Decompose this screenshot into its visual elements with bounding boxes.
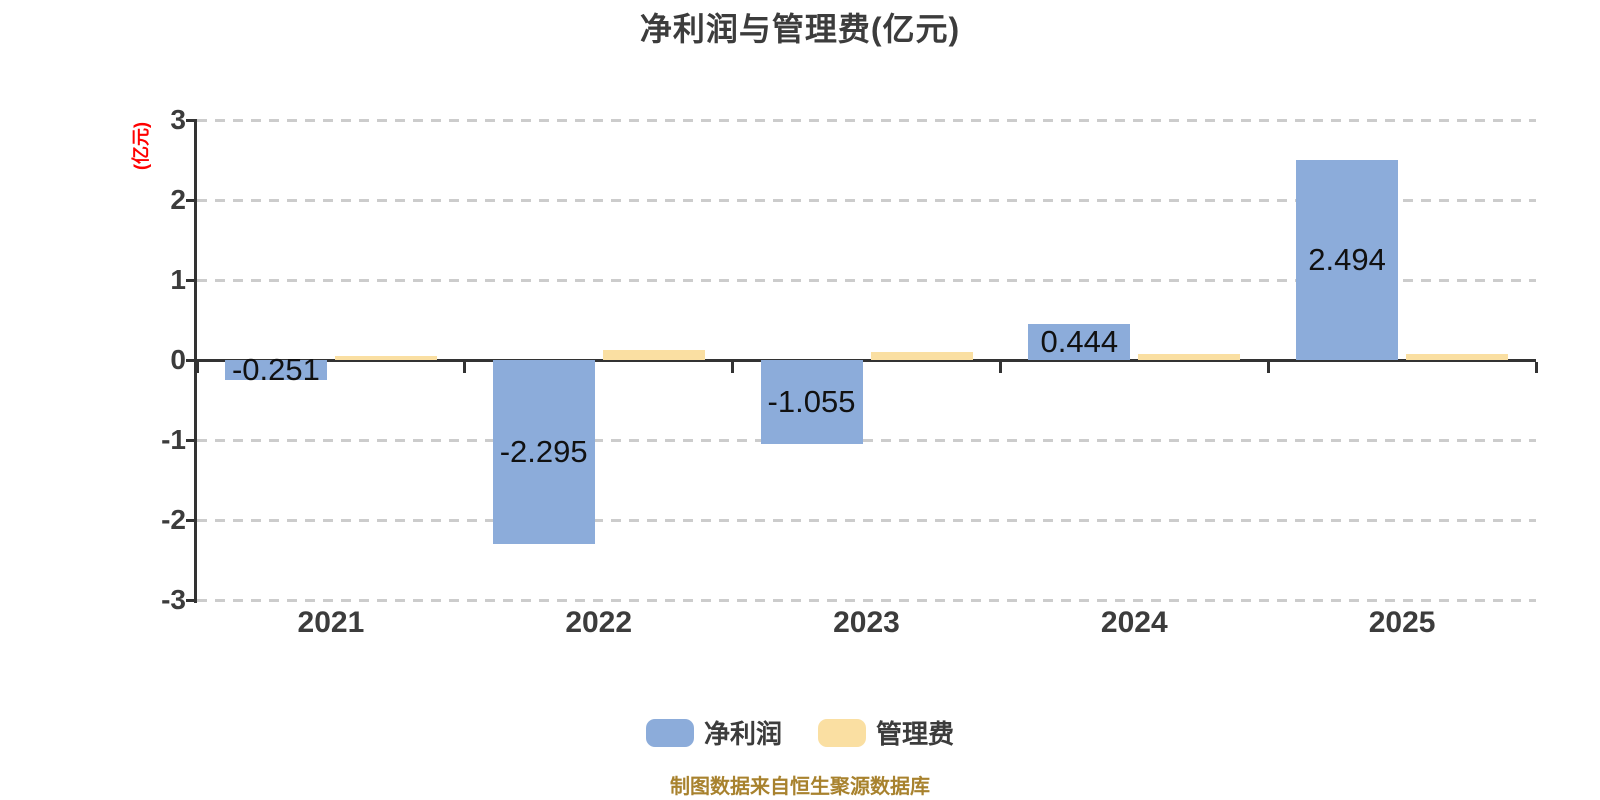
y-axis-tick-label: 3: [170, 104, 186, 135]
y-axis-tick-label: -3: [161, 584, 186, 615]
bar-value-label-2024: 0.444: [1040, 324, 1119, 360]
y-axis-tick-label: 1: [170, 264, 186, 295]
gridline-y--1: [197, 438, 1536, 442]
x-axis-label-2025: 2025: [1368, 606, 1436, 639]
x-axis-tick-mark: [998, 361, 1002, 373]
bar-value-label-2022: -2.295: [499, 433, 588, 469]
bar-management-fee-2022[interactable]: [602, 350, 705, 360]
footer-source-note: 制图数据来自恒生聚源数据库: [670, 776, 930, 798]
legend-item-net-profit[interactable]: 净利润: [645, 714, 782, 751]
x-axis-tick-mark: [1534, 361, 1538, 373]
bar-value-label-2025: 2.494: [1308, 242, 1386, 278]
x-axis-label-2024: 2024: [1100, 606, 1168, 639]
legend-label-management-fee: 管理费: [876, 719, 955, 749]
y-axis-tick-label: -1: [161, 424, 186, 455]
bar-management-fee-2024[interactable]: [1138, 354, 1241, 360]
legend-item-management-fee[interactable]: 管理费: [818, 714, 954, 751]
y-axis-tick-mark: [186, 198, 197, 202]
x-axis-tick-mark: [195, 361, 199, 373]
bar-net-profit-2025[interactable]: [1296, 160, 1399, 360]
x-axis-zero-line: [197, 358, 1536, 362]
bar-net-profit-2021[interactable]: [224, 360, 327, 381]
x-axis-label-2021: 2021: [297, 606, 365, 639]
legend-swatch-management-fee: [818, 718, 866, 747]
y-axis-tick-mark: [186, 438, 197, 442]
bar-net-profit-2024[interactable]: [1028, 324, 1131, 360]
y-axis-tick-label: -2: [161, 504, 186, 535]
x-axis-label-2022: 2022: [565, 606, 633, 639]
gridline-y--2: [197, 518, 1536, 522]
x-axis-tick-mark: [463, 361, 467, 373]
y-axis-tick-mark: [186, 518, 197, 522]
bar-management-fee-2023[interactable]: [870, 352, 973, 360]
y-axis-tick-mark: [186, 118, 197, 122]
bar-net-profit-2022[interactable]: [492, 360, 595, 544]
y-axis-tick-mark: [186, 598, 197, 602]
gridline-y-2: [197, 198, 1536, 202]
bar-value-label-2023: -1.055: [767, 384, 856, 420]
bar-management-fee-2025[interactable]: [1406, 354, 1509, 360]
y-axis-tick-label: 0: [170, 344, 186, 375]
bar-management-fee-2021[interactable]: [334, 356, 437, 360]
chart-title: 净利润与管理费(亿元): [639, 11, 961, 47]
gridline-y--3: [197, 598, 1536, 602]
gridline-y-3: [197, 118, 1536, 122]
x-axis-tick-mark: [731, 361, 735, 373]
bar-net-profit-2023[interactable]: [760, 360, 863, 445]
bar-value-label-2021: -0.251: [231, 352, 320, 388]
gridline-y-1: [197, 278, 1536, 282]
y-axis-tick-mark: [186, 358, 197, 362]
legend: 净利润 管理费: [0, 714, 1600, 751]
legend-label-net-profit: 净利润: [703, 719, 782, 749]
y-axis-tick-mark: [186, 278, 197, 282]
x-axis-tick-mark: [1266, 361, 1270, 373]
y-axis-tick-label: 2: [170, 184, 186, 215]
x-axis-label-2023: 2023: [833, 606, 900, 639]
legend-swatch-net-profit: [645, 718, 694, 747]
